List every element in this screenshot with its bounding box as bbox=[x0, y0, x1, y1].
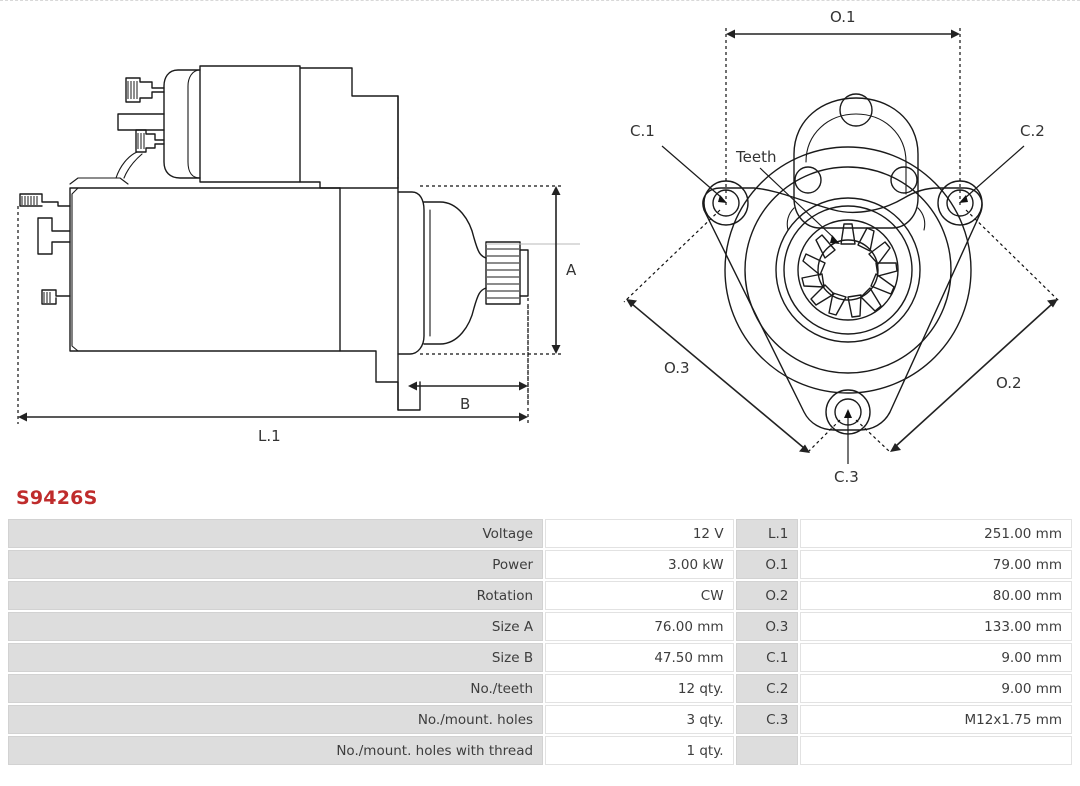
spec-label: Size B bbox=[8, 643, 544, 672]
spec-label: No./mount. holes with thread bbox=[8, 736, 544, 765]
spec-label: No./teeth bbox=[8, 674, 544, 703]
dim-label-b: B bbox=[460, 395, 470, 413]
dim-label-teeth: Teeth bbox=[735, 148, 776, 166]
spec-label: Rotation bbox=[8, 581, 544, 610]
top-divider bbox=[0, 0, 1080, 2]
table-row: Rotation CW O.2 80.00 mm bbox=[8, 581, 1072, 610]
dim-code: C.3 bbox=[735, 705, 799, 734]
dim-label-o1: O.1 bbox=[830, 8, 856, 26]
spec-label: No./mount. holes bbox=[8, 705, 544, 734]
dim-label-o3: O.3 bbox=[664, 359, 690, 377]
specifications-table: Voltage 12 V L.1 251.00 mm Power 3.00 kW… bbox=[6, 517, 1074, 767]
spec-value: 3 qty. bbox=[545, 705, 734, 734]
dim-code: O.2 bbox=[735, 581, 799, 610]
table-row: Size B 47.50 mm C.1 9.00 mm bbox=[8, 643, 1072, 672]
table-row: Power 3.00 kW O.1 79.00 mm bbox=[8, 550, 1072, 579]
spec-value: 1 qty. bbox=[545, 736, 734, 765]
dim-value: 133.00 mm bbox=[800, 612, 1072, 641]
dim-code: O.3 bbox=[735, 612, 799, 641]
dim-value: 251.00 mm bbox=[800, 519, 1072, 548]
dim-value: 9.00 mm bbox=[800, 674, 1072, 703]
dim-code-empty bbox=[735, 736, 799, 765]
dim-value: M12x1.75 mm bbox=[800, 705, 1072, 734]
dim-label-c1: C.1 bbox=[630, 122, 655, 140]
spec-label: Power bbox=[8, 550, 544, 579]
table-row: No./mount. holes 3 qty. C.3 M12x1.75 mm bbox=[8, 705, 1072, 734]
dim-value-empty bbox=[800, 736, 1072, 765]
spec-value: 12 qty. bbox=[545, 674, 734, 703]
dim-label-c2: C.2 bbox=[1020, 122, 1045, 140]
part-code-title: S9426S bbox=[16, 487, 98, 509]
spec-label: Voltage bbox=[8, 519, 544, 548]
dim-label-l1: L.1 bbox=[258, 427, 281, 445]
table-row: No./mount. holes with thread 1 qty. bbox=[8, 736, 1072, 765]
dim-value: 79.00 mm bbox=[800, 550, 1072, 579]
spec-table-body: Voltage 12 V L.1 251.00 mm Power 3.00 kW… bbox=[8, 519, 1072, 765]
table-row: No./teeth 12 qty. C.2 9.00 mm bbox=[8, 674, 1072, 703]
dim-label-c3: C.3 bbox=[834, 468, 859, 482]
spec-value: 3.00 kW bbox=[545, 550, 734, 579]
table-row: Size A 76.00 mm O.3 133.00 mm bbox=[8, 612, 1072, 641]
dim-label-o2: O.2 bbox=[996, 374, 1022, 392]
spec-value: 12 V bbox=[545, 519, 734, 548]
dim-code: O.1 bbox=[735, 550, 799, 579]
drawings-area: A B L.1 bbox=[17, 8, 1061, 482]
spec-value: CW bbox=[545, 581, 734, 610]
dim-value: 80.00 mm bbox=[800, 581, 1072, 610]
table-row: Voltage 12 V L.1 251.00 mm bbox=[8, 519, 1072, 548]
starter-motor-side-view: A B L.1 bbox=[17, 65, 580, 445]
dim-code: L.1 bbox=[735, 519, 799, 548]
starter-motor-front-view: O.1 O.3 O.2 C.1 C.2 bbox=[623, 8, 1061, 482]
dim-label-a: A bbox=[566, 261, 577, 279]
spec-label: Size A bbox=[8, 612, 544, 641]
dim-value: 9.00 mm bbox=[800, 643, 1072, 672]
spec-value: 76.00 mm bbox=[545, 612, 734, 641]
spec-value: 47.50 mm bbox=[545, 643, 734, 672]
dim-code: C.1 bbox=[735, 643, 799, 672]
dim-code: C.2 bbox=[735, 674, 799, 703]
